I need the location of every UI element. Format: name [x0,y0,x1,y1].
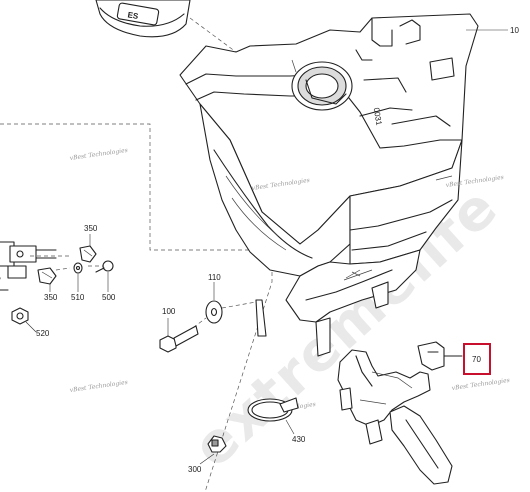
callout-350-top: 350 [84,224,98,233]
part-70 [337,341,463,485]
credit-watermark-1: vBest Technologies [69,147,128,162]
callout-510: 510 [71,293,85,302]
fuel-tank: 0031 [179,13,479,357]
callout-70-highlight-box [463,343,491,375]
callout-10: 10 [510,26,519,35]
clip-350-top [79,245,97,263]
callout-520: 520 [36,329,50,338]
bolt-100 [159,325,199,353]
clip-350-bottom [37,267,57,285]
callout-70: 70 [472,355,481,364]
callout-100: 100 [162,307,176,316]
connector-bracket [0,241,57,291]
tank-molded-text: 0031 [372,107,384,127]
callout-500: 500 [102,293,116,302]
callout-110: 110 [208,273,221,282]
credit-watermark-6: vBest Technologies [451,377,510,392]
credit-watermark-4: vBest Technologies [69,379,128,394]
callout-350-bottom: 350 [44,293,58,302]
washer-510 [73,262,83,274]
cap-embossed-text: ES [127,10,140,21]
washer-110 [205,300,223,324]
nut-520 [11,307,29,325]
clamp-430 [247,397,299,422]
callout-430: 430 [292,435,306,444]
clip-300 [207,435,227,453]
callout-300: 300 [188,465,202,474]
hardware-group-outline [0,123,273,492]
bolt-500 [95,260,114,273]
fuel-cap: ES [95,0,237,53]
